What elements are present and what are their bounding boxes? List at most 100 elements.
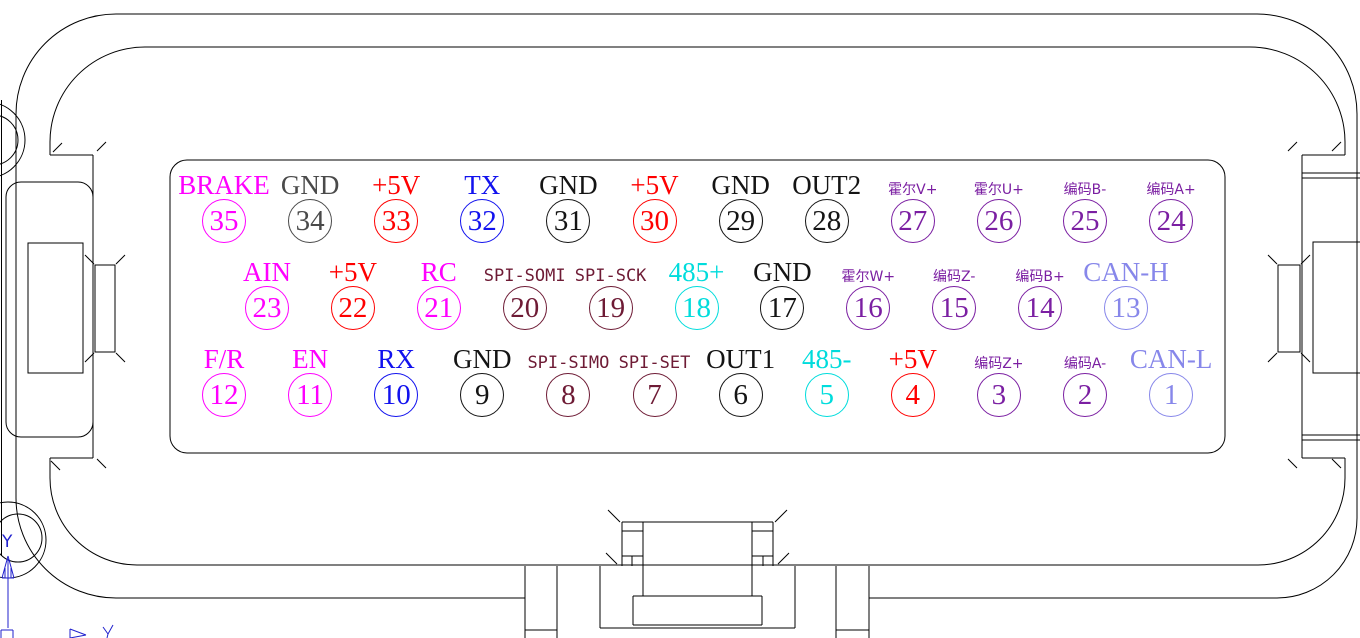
pin-number: 3 (991, 378, 1007, 411)
pin-number: 22 (338, 291, 368, 324)
pin-label: 霍尔V+ (888, 181, 938, 198)
pin-number: 26 (984, 204, 1014, 237)
pin-number: 8 (561, 378, 576, 411)
pin-20: SPI-SOMI 20 (465, 252, 585, 330)
pin-label: SPI-SOMI (483, 266, 566, 287)
pin-panel-outline (169, 159, 1226, 454)
pin-number: 32 (467, 204, 497, 237)
pin-circle: 13 (1104, 286, 1148, 330)
pin-circle: 27 (890, 199, 935, 243)
pin-1: CAN-L 1 (1111, 339, 1231, 417)
pin-label: 编码Z- (932, 268, 976, 285)
pin-label: GND (453, 344, 512, 374)
pin-label: 霍尔W+ (841, 268, 896, 285)
pin-label: EN (292, 344, 329, 374)
pin-25: 编码B-25 (1025, 165, 1145, 243)
pin-number: 28 (812, 204, 842, 237)
pin-15: 编码Z- 15 (894, 252, 1014, 330)
pin-circle: 22 (330, 286, 375, 330)
pin-circle: 2 (1063, 373, 1107, 417)
pin-label: F/R (203, 344, 245, 374)
pin-label: SPI-SCK (574, 266, 647, 287)
pin-label: RC (420, 257, 457, 287)
pin-number: 20 (510, 291, 540, 324)
pin-number: 23 (252, 291, 282, 324)
pin-label: BRAKE (178, 170, 270, 200)
pin-number: 15 (939, 291, 969, 324)
pin-label: AIN (243, 257, 291, 287)
pin-circle: 3 (976, 373, 1021, 417)
pin-circle: 1 (1149, 373, 1194, 417)
pin-circle: 6 (718, 373, 763, 417)
pin-number: 27 (898, 204, 928, 237)
pin-24: 编码A+24 (1111, 165, 1231, 243)
pin-circle: 26 (976, 199, 1021, 243)
pin-label: +5V (888, 344, 937, 374)
pin-circle: 19 (588, 286, 633, 330)
pin-circle: 16 (846, 286, 891, 330)
pin-label: TX (464, 170, 501, 200)
pin-circle: 10 (374, 373, 419, 417)
pin-number: 17 (767, 291, 797, 324)
pin-circle: 4 (890, 373, 935, 417)
pin-circle: 28 (804, 199, 849, 243)
pin-label: 编码A- (1063, 355, 1107, 372)
pin-number: 16 (853, 291, 883, 324)
right-slot-outline (1267, 141, 1360, 469)
pin-circle: 15 (932, 286, 977, 330)
pin-circle: 14 (1018, 286, 1063, 330)
pin-circle: 17 (760, 286, 805, 330)
pin-circle: 5 (804, 373, 849, 417)
pin-6: OUT1 6 (681, 339, 801, 417)
pin-32: TX 32 (422, 165, 542, 243)
pin-16: 霍尔W+ 16 (808, 252, 928, 330)
pin-circle: 8 (546, 373, 591, 417)
pin-number: 1 (1163, 378, 1179, 411)
pin-number: 29 (726, 204, 756, 237)
outer-shell-outline (15, 13, 1358, 599)
pin-circle: 21 (416, 286, 461, 330)
pin-label: OUT1 (706, 344, 776, 374)
pin-2: 编码A- 2 (1025, 339, 1145, 417)
pin-label: CAN-L (1129, 344, 1213, 374)
pin-circle: 18 (674, 286, 719, 330)
pin-circle: 12 (202, 373, 246, 417)
pin-label: 编码Z+ (974, 355, 1024, 372)
left-latch-outline (0, 100, 126, 579)
pin-circle: 30 (632, 199, 677, 243)
pin-number: 31 (553, 204, 583, 237)
pin-label: 霍尔U+ (973, 181, 1024, 198)
pin-number: 6 (733, 378, 748, 411)
pin-label: +5V (328, 257, 377, 287)
pin-label: +5V (630, 170, 679, 200)
pin-circle: 25 (1063, 199, 1107, 243)
connector-housing-outline (0, 13, 1360, 638)
pin-circle: 34 (288, 199, 333, 243)
pin-circle: 31 (546, 199, 591, 243)
pin-circle: 11 (288, 373, 333, 417)
pin-circle: 35 (202, 199, 246, 243)
pin-label: 编码B+ (1015, 268, 1065, 285)
pin-number: 2 (1077, 378, 1093, 411)
pin-label: SPI-SET (618, 353, 691, 374)
pin-number: 13 (1111, 291, 1141, 324)
pin-27: 霍尔V+ 27 (853, 165, 973, 243)
pin-number: 5 (819, 378, 834, 411)
pin-circle: 24 (1149, 199, 1194, 243)
